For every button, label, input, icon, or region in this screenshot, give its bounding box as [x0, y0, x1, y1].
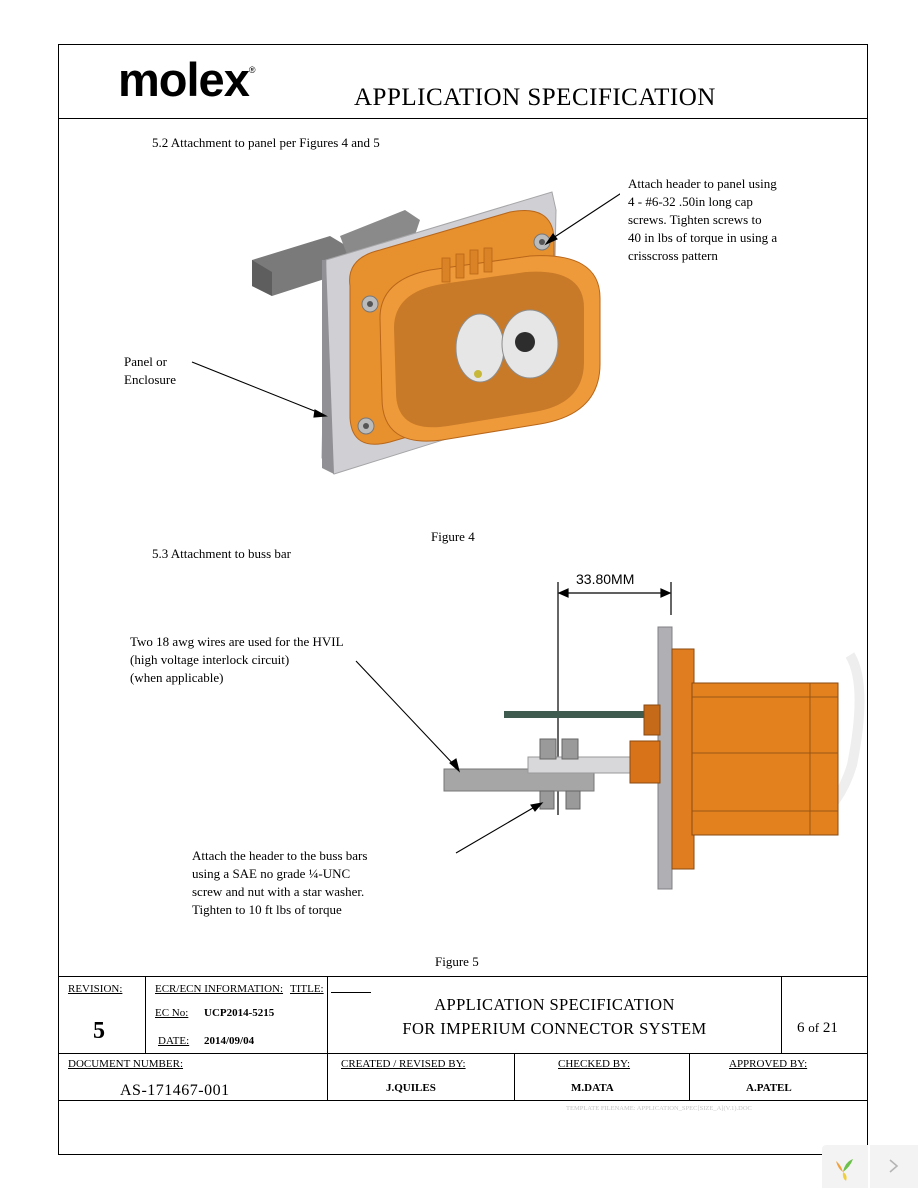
sheet-total: 21 — [822, 1020, 838, 1036]
created-by-label: CREATED / REVISED BY: — [341, 1058, 466, 1070]
approved-by-value: A.PATEL — [746, 1082, 792, 1094]
callout-screws: Attach header to panel using 4 - #6-32 .… — [628, 175, 777, 265]
rear-terminal-side — [252, 260, 272, 296]
spec-title: APPLICATION SPECIFICATION FOR IMPERIUM C… — [328, 993, 781, 1041]
callout-wires: Two 18 awg wires are used for the HVIL (… — [130, 633, 344, 687]
checked-by-value: M.DATA — [571, 1082, 614, 1094]
callout-line: Two 18 awg wires are used for the HVIL — [130, 634, 344, 649]
approved-by-label: APPROVED BY: — [729, 1058, 808, 1070]
date-label: DATE: — [158, 1035, 190, 1047]
screw-heads — [357, 233, 551, 435]
callout-line: using a SAE no grade ¼-UNC — [192, 866, 351, 881]
dimension-label: 33.80MM — [576, 571, 634, 587]
title-block-divider — [327, 976, 328, 1100]
document-number-value: AS-171467-001 — [120, 1082, 230, 1099]
hvil-wire — [504, 711, 644, 718]
document-title: APPLICATION SPECIFICATION — [354, 84, 716, 111]
callout-line: Enclosure — [124, 372, 176, 387]
connector-nose — [629, 740, 661, 784]
chevron-right-icon — [889, 1159, 899, 1173]
callout-line: Attach the header to the buss bars — [192, 848, 368, 863]
figure-4-connector-illustration — [191, 191, 620, 475]
section-5-2-heading: 5.2 Attachment to panel per Figures 4 an… — [152, 135, 380, 150]
callout-line: crisscross pattern — [628, 248, 718, 263]
figure-5-caption: Figure 5 — [435, 954, 479, 969]
title-underline — [331, 984, 371, 993]
callout-line: (high voltage interlock circuit) — [130, 652, 290, 667]
molex-logo: molex® — [118, 53, 255, 106]
callout-line: Attach header to panel using — [628, 176, 777, 191]
section-5-3-heading: 5.3 Attachment to buss bar — [152, 546, 292, 561]
title-block-divider — [145, 976, 146, 1053]
callout-line: (when applicable) — [130, 670, 224, 685]
created-by-value: J.QUILES — [386, 1082, 436, 1094]
template-filename: TEMPLATE FILENAME: APPLICATION_SPEC[SIZE… — [566, 1105, 752, 1112]
callout-line: Panel or — [124, 354, 167, 369]
callout-line: screws. Tighten screws to — [628, 212, 762, 227]
title-block-divider — [689, 1053, 690, 1100]
sheet-current: 6 — [797, 1020, 805, 1036]
ec-no-label: EC No: — [155, 1007, 189, 1019]
date-value: 2014/09/04 — [204, 1035, 255, 1047]
leader-arrows — [355, 660, 544, 854]
checked-by-label: CHECKED BY: — [558, 1058, 631, 1070]
title-block-top — [58, 976, 868, 977]
callout-line: 4 - #6-32 .50in long cap — [628, 194, 753, 209]
title-block-divider — [514, 1053, 515, 1100]
leader-arrows — [191, 193, 620, 418]
figure-5-busbar-illustration: 33.80MM — [355, 571, 865, 890]
rear-terminal — [340, 210, 420, 262]
figure-4-caption: Figure 4 — [431, 529, 475, 544]
contact-pin — [515, 332, 535, 352]
ec-no-value: UCP2014-5215 — [204, 1007, 275, 1019]
spec-title-line: APPLICATION SPECIFICATION — [434, 995, 675, 1014]
viewer-logo-icon — [836, 1159, 853, 1181]
sheet-number: 6 of 21 — [797, 1020, 838, 1037]
header-divider — [58, 118, 868, 119]
title-label: TITLE: — [290, 983, 324, 995]
callout-busbar: Attach the header to the buss bars using… — [192, 847, 367, 919]
hvil-pin — [474, 370, 482, 378]
nut-and-washer — [539, 738, 581, 810]
revision-value: 5 — [93, 1018, 105, 1044]
housing-ribs — [441, 247, 493, 283]
body-ribs — [692, 683, 838, 835]
document-number-label: DOCUMENT NUMBER: — [68, 1058, 184, 1070]
revision-label: REVISION: — [68, 983, 123, 995]
connector-flange — [671, 648, 695, 870]
title-block-middle — [58, 1053, 868, 1054]
page-frame — [58, 44, 868, 1155]
sheet-of: of — [808, 1020, 820, 1035]
callout-line: Tighten to 10 ft lbs of torque — [192, 902, 342, 917]
connector-body — [691, 682, 839, 836]
callout-line: 40 in lbs of torque in using a — [628, 230, 778, 245]
panel-edge — [322, 260, 334, 474]
rear-terminal — [252, 236, 350, 296]
hvil-socket — [643, 704, 661, 736]
title-block-divider — [781, 976, 782, 1053]
callout-panel: Panel or Enclosure — [124, 353, 176, 389]
ecr-label: ECR/ECN INFORMATION: — [155, 983, 284, 995]
title-block-bottom — [58, 1100, 868, 1101]
spec-title-line: FOR IMPERIUM CONNECTOR SYSTEM — [402, 1019, 707, 1038]
buss-bar — [443, 768, 595, 792]
next-page-button[interactable] — [870, 1145, 918, 1188]
viewer-brand-button[interactable] — [822, 1145, 868, 1188]
callout-line: screw and nut with a star washer. — [192, 884, 365, 899]
